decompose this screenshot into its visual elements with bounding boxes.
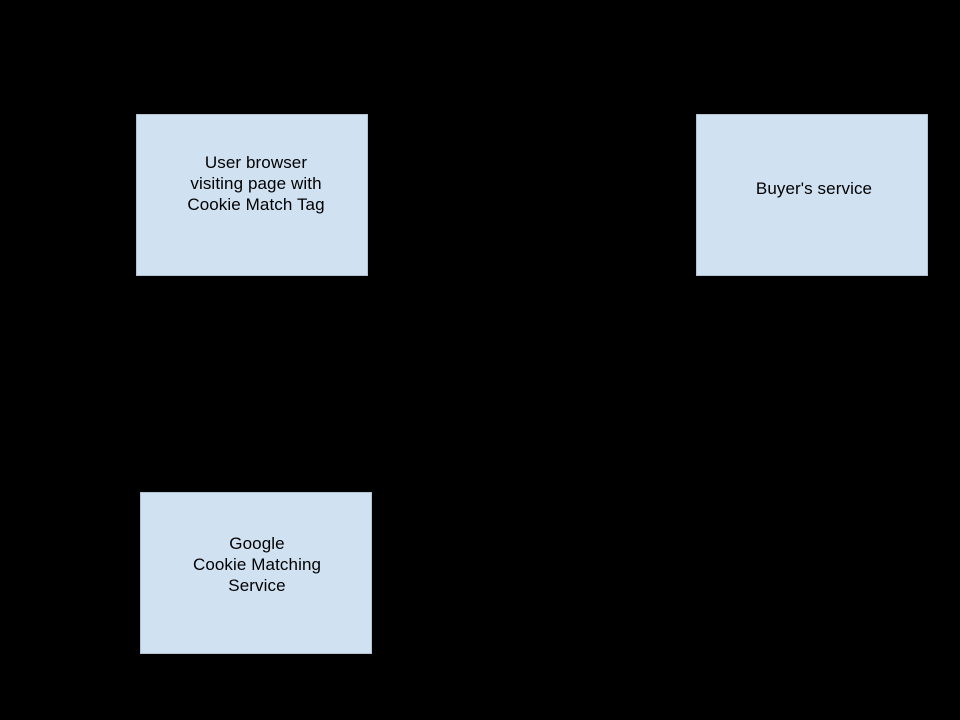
node-buyers-service[interactable]: Buyer's service — [696, 114, 928, 276]
node-user-browser[interactable]: User browser visiting page with Cookie M… — [136, 114, 368, 276]
node-google-cookie-matching-service[interactable]: Google Cookie Matching Service — [140, 492, 372, 654]
node-google-cookie-matching-service-label: Google Cookie Matching Service — [192, 533, 322, 595]
node-user-browser-label: User browser visiting page with Cookie M… — [187, 152, 325, 214]
node-buyers-service-label: Buyer's service — [755, 178, 873, 198]
